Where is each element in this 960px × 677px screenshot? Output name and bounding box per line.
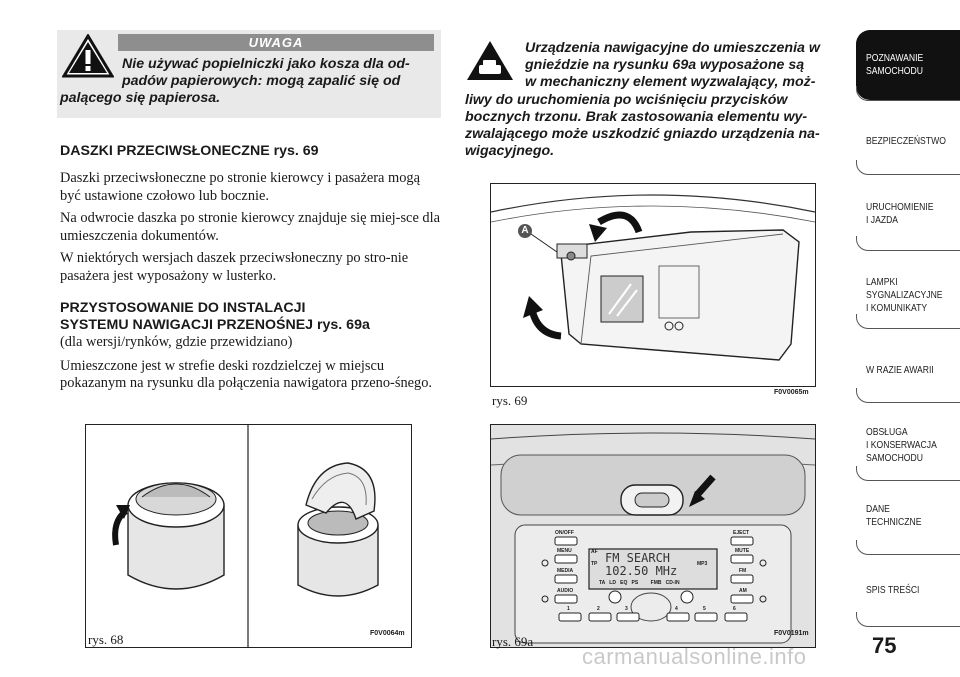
sidebar-tab-awarii[interactable]: W RAZIE AWARII	[866, 363, 934, 376]
indicator-af: AF	[591, 549, 598, 555]
figure-69-sun-visor: A	[490, 183, 816, 387]
caption-fig-69: rys. 69	[492, 393, 528, 408]
section-navigation: PRZYSTOSOWANIE DO INSTALACJI SYSTEMU NAW…	[60, 300, 442, 393]
radio-media-label: MEDIA	[557, 568, 574, 574]
code-fig-69: F0V0065m	[774, 389, 809, 396]
label-a: A	[521, 225, 529, 236]
warning-triangle-icon	[62, 34, 114, 78]
figure-69a-dashboard: FM SEARCH 102.50 MHz AF TP MP3 TA LD EQ …	[490, 424, 816, 648]
sidebar-tab-lampki[interactable]: LAMPKI SYGNALIZACYJNE I KOMUNIKATY	[866, 275, 943, 314]
warning-text: Nie używać popielniczki jako kosza dla o…	[60, 56, 410, 106]
code-fig-68: F0V0064m	[370, 630, 405, 637]
preset-label: 5	[703, 606, 706, 612]
paragraph: Umieszczone jest w strefie deski rozdzie…	[60, 357, 433, 392]
sidebar-tab-spis[interactable]: SPIS TREŚCI	[866, 583, 920, 596]
sidebar-tab-uruchomienie[interactable]: URUCHOMIENIE I JAZDA	[866, 201, 934, 226]
preset-label: 4	[675, 606, 678, 612]
radio-fm-label: FM	[739, 568, 747, 574]
preset-label: 3	[625, 606, 628, 612]
radio-onoff-label: ON/OFF	[555, 530, 574, 536]
preset-label: 1	[567, 606, 570, 612]
preset-label: 6	[733, 606, 736, 612]
paragraph: Daszki przeciwsłoneczne po stronie kiero…	[60, 170, 421, 204]
sidebar-tab-poznawanie[interactable]: POZNAWANIE SAMOCHODU	[856, 30, 960, 100]
caption-fig-68: rys. 68	[88, 632, 124, 647]
subheading: (dla wersji/rynków, gdzie przewidziano)	[60, 334, 293, 350]
navigation-note: Urządzenia nawigacyjne do umieszczenia w…	[465, 40, 820, 160]
indicator-mp3: MP3	[697, 561, 708, 567]
sidebar-tab-obsluga[interactable]: OBSŁUGA I KONSERWACJA SAMOCHODU	[866, 425, 937, 464]
radio-am-label: AM	[739, 588, 747, 594]
sidebar-tab-bezpieczenstwo[interactable]: BEZPIECZEŃSTWO	[866, 134, 946, 147]
navigation-warning-icon	[467, 41, 513, 80]
section-sun-visors: DASZKI PRZECIWSŁONECZNE rys. 69 Daszki p…	[60, 143, 442, 285]
dashboard-illustration	[491, 425, 815, 647]
caption-fig-69a: rys. 69a	[492, 634, 534, 649]
radio-menu-label: MENU	[557, 548, 572, 554]
sun-visor-illustration	[491, 194, 815, 361]
heading-sun-visors: DASZKI PRZECIWSŁONECZNE rys. 69	[60, 143, 319, 159]
radio-mute-label: MUTE	[735, 548, 750, 554]
paragraph: Na odwrocie daszka po stronie kierowcy z…	[60, 210, 441, 244]
heading-navigation-1: PRZYSTOSOWANIE DO INSTALACJI	[60, 300, 306, 316]
sidebar-tab-dane[interactable]: DANE TECHNICZNE	[866, 503, 922, 528]
radio-eject-label: EJECT	[733, 530, 750, 536]
indicator-tp: TP	[591, 561, 598, 567]
radio-display: FM SEARCH 102.50 MHz	[605, 551, 678, 578]
preset-label: 2	[597, 606, 600, 612]
ashtray-illustration	[112, 425, 379, 647]
indicator-row: TA LD EQ PS FMB CD-IN	[599, 580, 680, 586]
code-fig-69a: F0V0191m	[774, 630, 809, 637]
warning-title: UWAGA	[118, 34, 434, 51]
page-number: 75	[872, 633, 897, 658]
radio-audio-label: AUDIO	[557, 588, 574, 594]
heading-navigation-2: SYSTEMU NAWIGACJI PRZENOŚNEJ rys. 69a	[60, 317, 370, 333]
figure-68-ashtray	[85, 424, 412, 648]
watermark: carmanualsonline.info	[582, 644, 807, 669]
paragraph: W niektórych wersjach daszek przeciwsłon…	[60, 250, 409, 284]
chapter-sidebar: POZNAWANIE SAMOCHODU BEZPIECZEŃSTWO URUC…	[856, 0, 960, 677]
